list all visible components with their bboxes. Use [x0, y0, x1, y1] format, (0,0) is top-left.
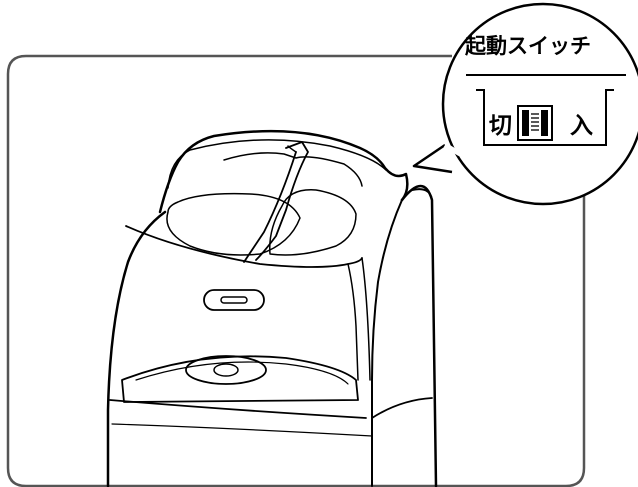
lower-panel — [121, 355, 359, 403]
switch-off-label: 切 — [489, 113, 512, 139]
front-button — [185, 355, 267, 385]
callout-title: 起動スイッチ — [464, 34, 591, 58]
front-slot — [203, 289, 265, 311]
appliance-body — [106, 129, 438, 487]
switch-on-label: 入 — [570, 113, 593, 139]
front-shoulder — [125, 225, 363, 268]
rocker-switch — [517, 105, 553, 141]
basin-right — [269, 189, 357, 256]
center-divider — [243, 141, 309, 263]
side-panel-line — [371, 199, 403, 487]
basin-left — [166, 192, 301, 256]
callout-circle — [441, 2, 638, 206]
base-seam — [109, 397, 433, 419]
callout-pointer — [412, 143, 453, 174]
hood-outline — [158, 129, 409, 214]
frame-border — [6, 54, 586, 487]
switch-bezel — [476, 89, 614, 146]
